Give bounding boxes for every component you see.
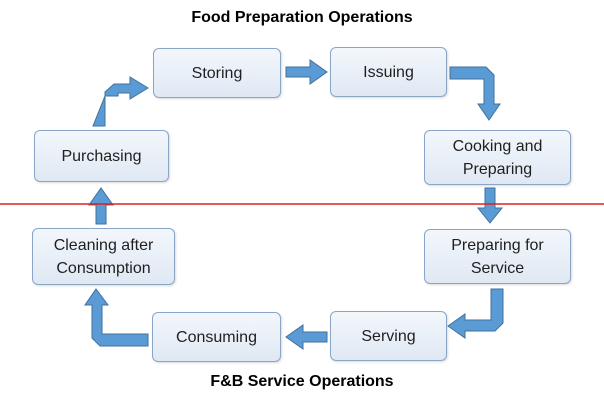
- step-cooking-and-preparing: Cooking and Preparing: [424, 130, 571, 185]
- step-serving-label: Serving: [361, 327, 416, 345]
- step-preparing-for-service-label: Preparing for Service: [451, 236, 544, 277]
- arrow-serving-to-consuming: [285, 324, 328, 350]
- step-purchasing: Purchasing: [34, 130, 169, 182]
- arrow-cleaning-to-purchasing: [88, 187, 114, 225]
- arrow-issuing-to-cooking: [449, 66, 501, 121]
- arrow-cooking-to-preparing: [476, 187, 504, 224]
- arrow-consuming-to-cleaning: [84, 288, 149, 347]
- step-cleaning-after-consumption: Cleaning after Consumption: [32, 228, 175, 285]
- arrow-preparing-to-serving: [447, 288, 504, 339]
- step-issuing-label: Issuing: [363, 63, 414, 81]
- step-consuming-label: Consuming: [176, 328, 257, 346]
- arrow-storing-to-issuing: [285, 59, 328, 85]
- arrow-purchasing-to-storing: [92, 76, 149, 127]
- step-storing-label: Storing: [191, 64, 243, 82]
- step-preparing-for-service: Preparing for Service: [424, 229, 571, 284]
- step-serving: Serving: [330, 311, 447, 361]
- diagram-title: Food Preparation Operations: [191, 9, 413, 26]
- arrow-group: [84, 59, 504, 350]
- step-cooking-and-preparing-label: Cooking and Preparing: [452, 137, 543, 178]
- section-title: F&B Service Operations: [210, 373, 394, 390]
- step-issuing: Issuing: [330, 47, 447, 97]
- step-cleaning-after-consumption-label: Cleaning after Consumption: [53, 236, 154, 277]
- step-storing: Storing: [153, 48, 281, 98]
- step-purchasing-label: Purchasing: [61, 147, 142, 165]
- step-consuming: Consuming: [152, 312, 281, 362]
